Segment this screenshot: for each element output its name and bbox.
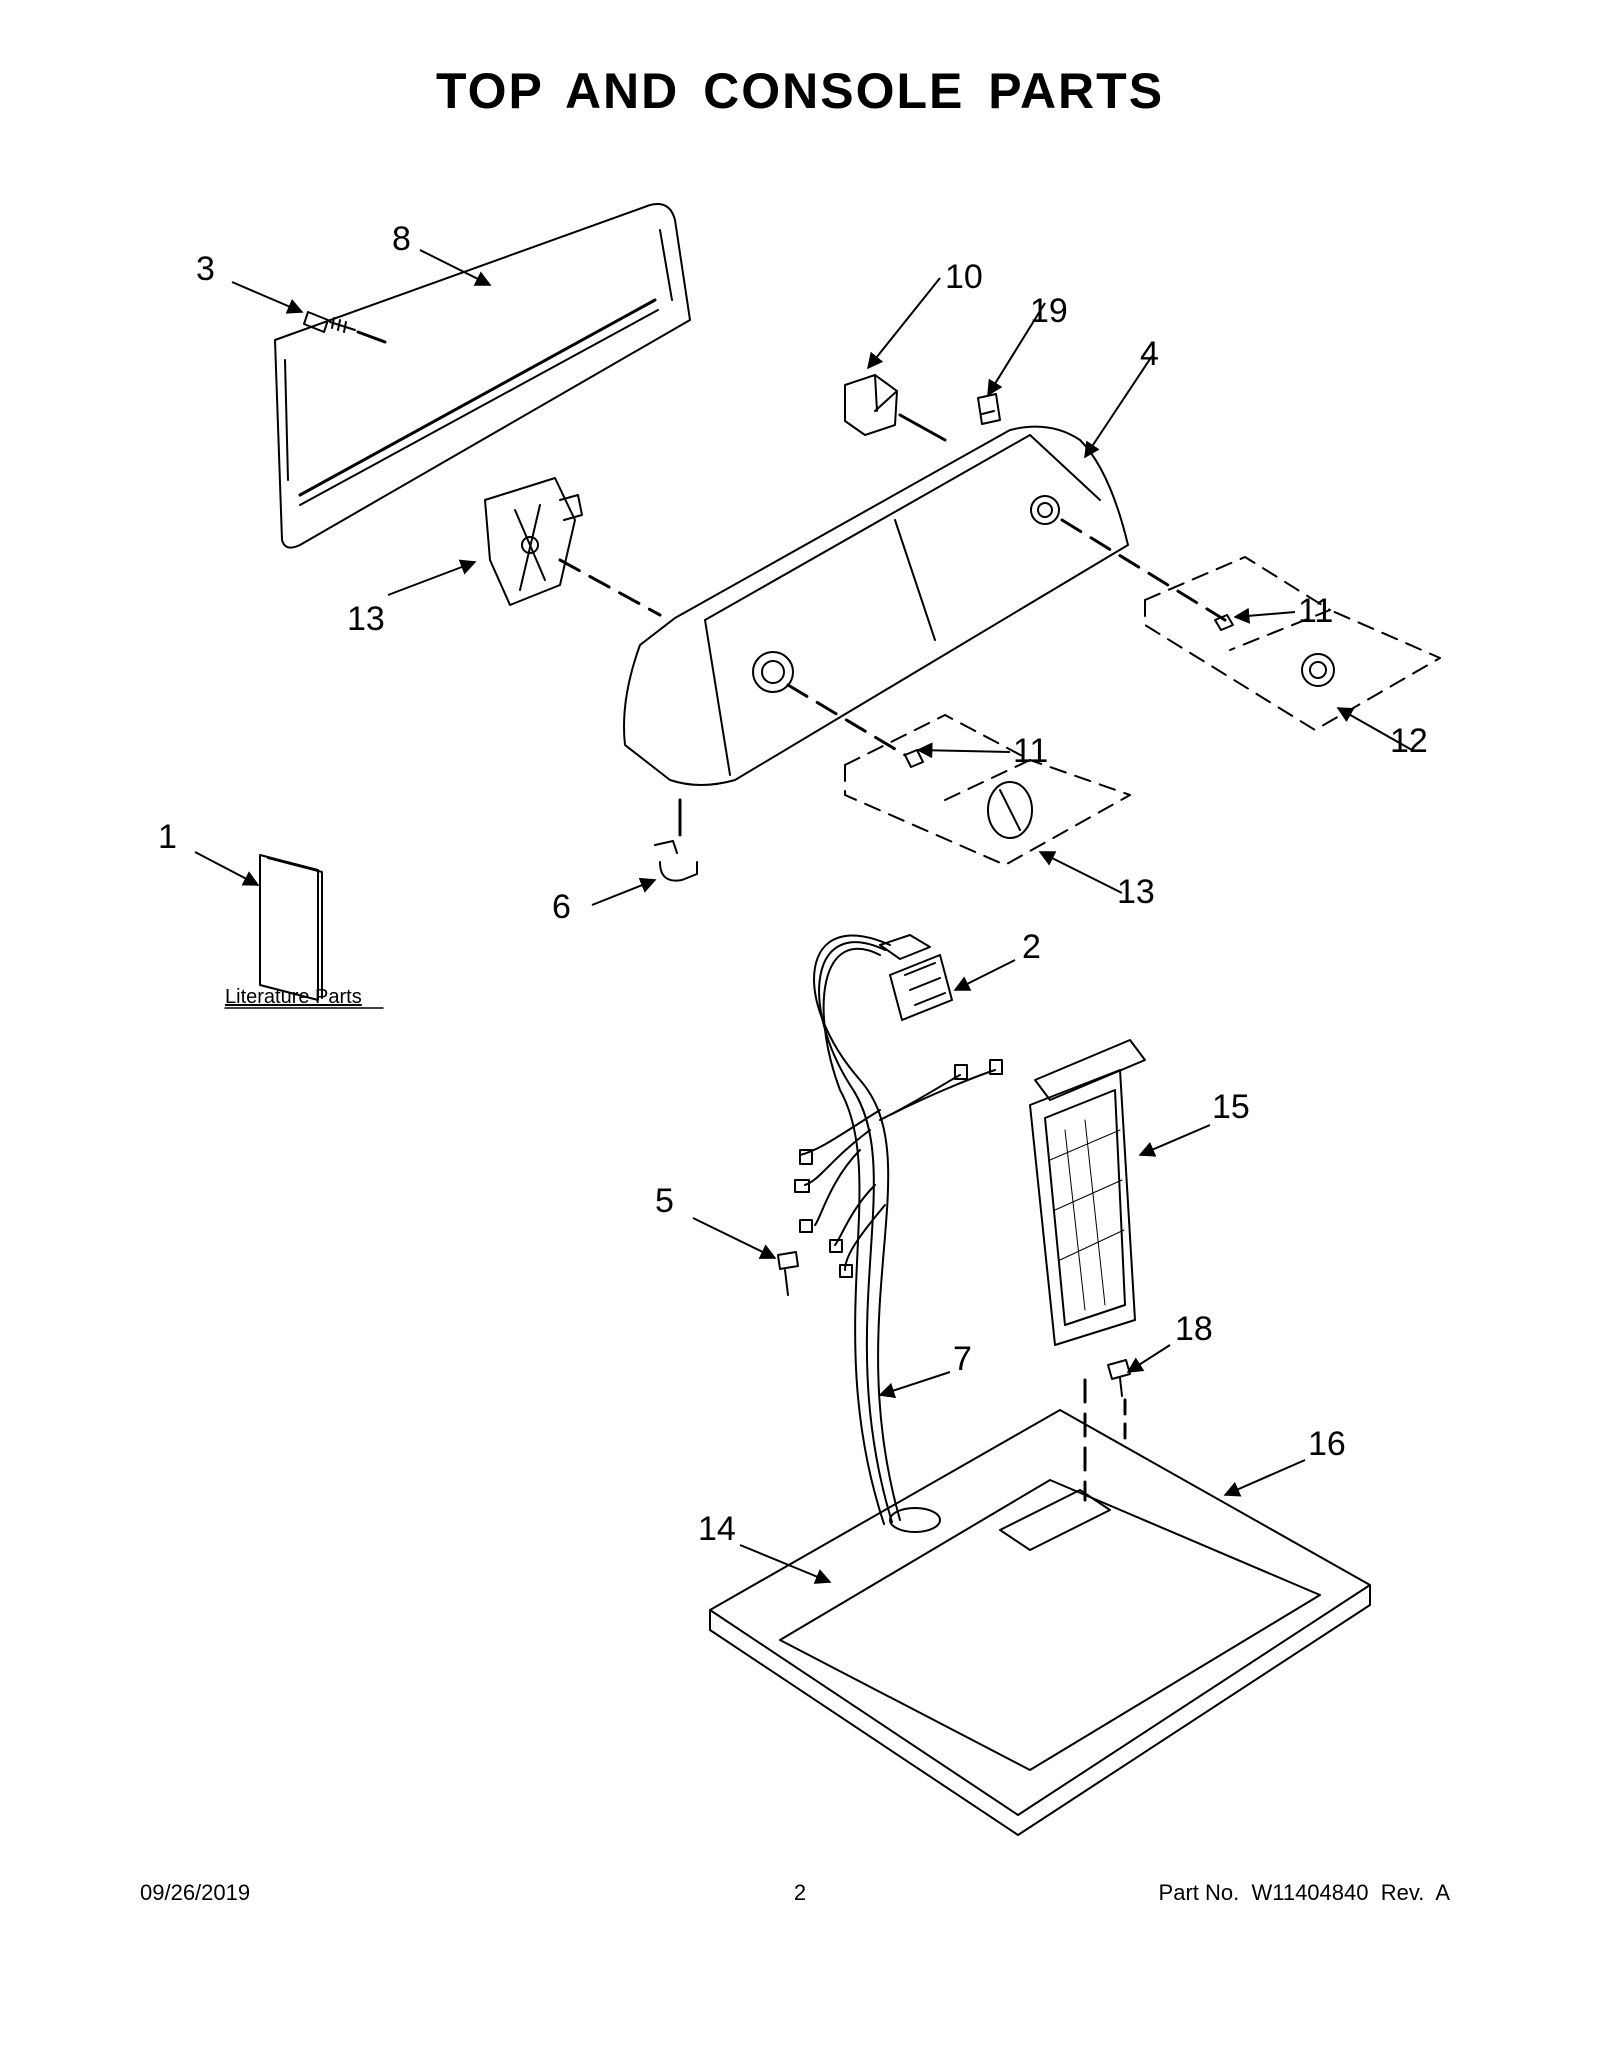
callout-11: 11 <box>1013 732 1048 770</box>
callout-5: 5 <box>655 1182 674 1220</box>
callout-11: 11 <box>1298 592 1333 630</box>
rear-console-panel <box>274 203 691 549</box>
callout-13: 13 <box>347 600 385 638</box>
clip-part-19 <box>977 393 1001 425</box>
callout-13: 13 <box>1117 873 1155 911</box>
wire-harness-part-7 <box>799 934 996 1525</box>
screw-part-5 <box>777 1251 799 1296</box>
footer-part-number: Part No. W11404840 Rev. A <box>1158 1880 1450 1905</box>
callout-12: 12 <box>1390 722 1428 760</box>
callout-10: 10 <box>945 258 983 296</box>
callout-18: 18 <box>1175 1310 1213 1348</box>
callout-8: 8 <box>392 220 411 258</box>
literature-booklet <box>259 854 323 1001</box>
console-part-4 <box>623 425 1129 786</box>
screw-part-3 <box>303 311 356 333</box>
callout-14: 14 <box>698 1510 736 1548</box>
clip-part-6 <box>654 840 698 882</box>
callout-1: 1 <box>158 818 177 856</box>
callout-15: 15 <box>1212 1088 1250 1126</box>
literature-parts-label: Literature Parts <box>225 986 362 1008</box>
lint-screen-part-15 <box>1029 1039 1146 1346</box>
knob-part-12 <box>1301 653 1335 687</box>
callout-19: 19 <box>1030 292 1068 330</box>
control-board-part-2 <box>889 954 953 1021</box>
callout-16: 16 <box>1308 1425 1346 1463</box>
callout-7: 7 <box>953 1340 972 1378</box>
callout-2: 2 <box>1022 928 1041 966</box>
switch-part-10 <box>844 374 898 436</box>
page-title: TOP AND CONSOLE PARTS <box>435 63 1165 119</box>
timer-part-13 <box>484 477 583 606</box>
footer-page-number: 2 <box>793 1880 807 1905</box>
callout-6: 6 <box>552 888 571 926</box>
top-panel-part-14 <box>709 1409 1371 1836</box>
knob-part-13 <box>987 781 1033 839</box>
footer-date: 09/26/2019 <box>140 1880 251 1905</box>
callout-3: 3 <box>196 250 215 288</box>
screw-part-18 <box>1107 1359 1131 1397</box>
callout-4: 4 <box>1140 335 1159 373</box>
